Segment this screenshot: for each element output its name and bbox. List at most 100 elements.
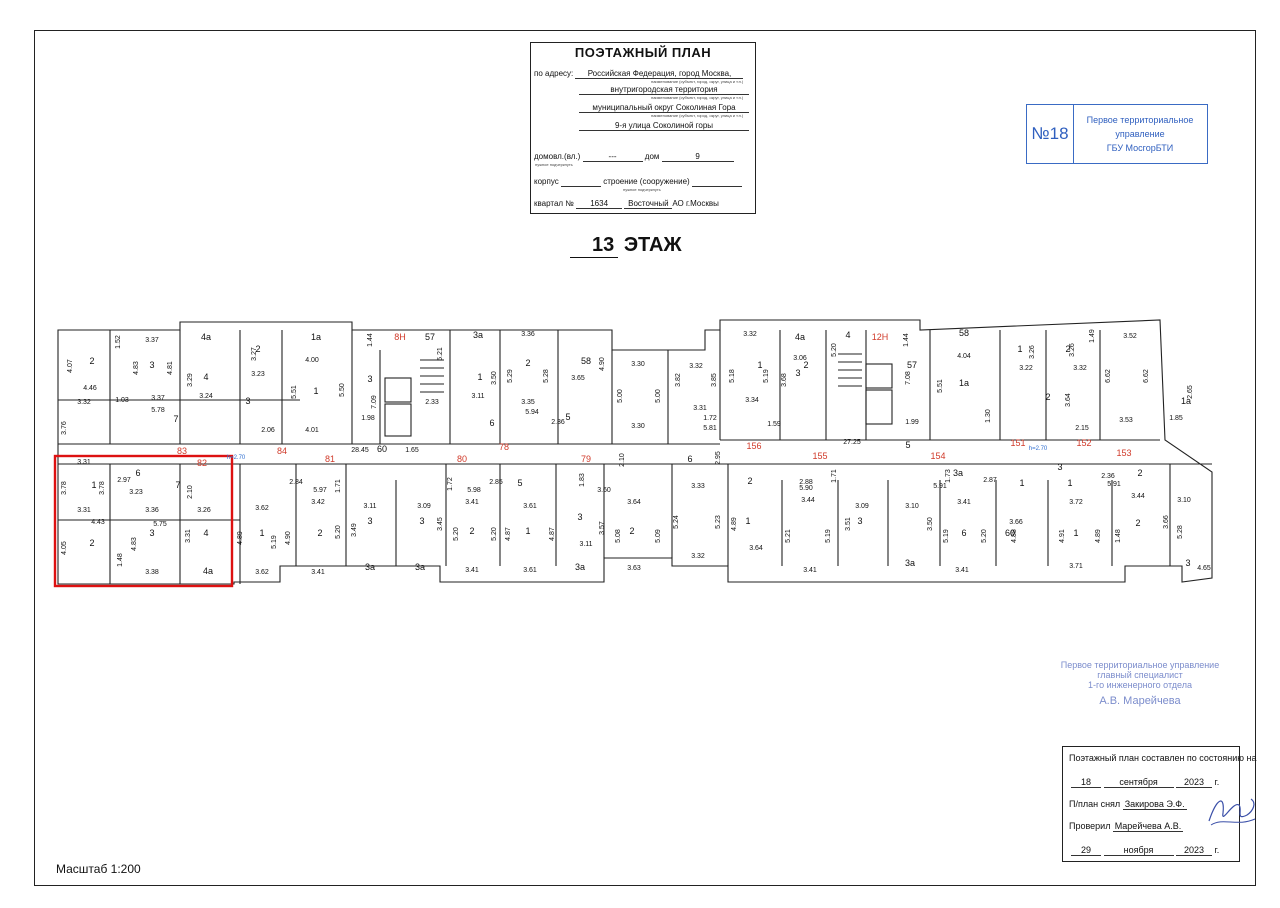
room-number-label: 1 [1073,528,1078,538]
dimension-label: 4.83 [133,361,140,375]
dimension-label: 1.99 [905,419,919,426]
flat-number: 83 [177,446,187,456]
room-number-label: 3a [575,562,585,572]
room-number-label: 2 [1065,344,1070,354]
dimension-label: 5.00 [655,389,662,403]
room-number-label: 3 [367,516,372,526]
room-number-label: 1 [259,528,264,538]
dimension-label: 4.00 [305,357,319,364]
taken-label: П/план снял [1069,799,1121,809]
dimension-label: 3.52 [1123,333,1137,340]
dimension-label: 3.26 [1029,345,1036,359]
dimension-label: 5.19 [763,369,770,383]
dimension-label: 4.46 [83,385,97,392]
dimension-label: 4.89 [237,531,244,545]
room-number-label: 6 [687,454,692,464]
room-number-label: 6 [135,468,140,478]
flat-number: 12Н [872,332,889,342]
stamp-line-1: Первое территориальное [1086,115,1194,125]
room-number-label: 1 [91,480,96,490]
flat-number: 82 [197,458,207,468]
date2-day: 29 [1071,845,1101,856]
dimension-label: 3.38 [145,569,159,576]
dimension-label: 4.05 [61,541,68,555]
dimension-label: 3.44 [1131,493,1145,500]
dimension-label: 3.26 [1069,343,1076,357]
dimension-label: 4.81 [167,361,174,375]
dimension-label: 3.36 [521,331,535,338]
dimension-label: 1.73 [945,469,952,483]
date1-month: сентября [1103,777,1174,788]
approval-line-3: 1-го инженерного отдела [1087,680,1192,690]
room-number-label: 3a [365,562,375,572]
dimension-label: 4.04 [957,353,971,360]
ceiling-height: h=2.70 [227,455,246,461]
floor-title: 13 ЭТАЖ [570,234,682,258]
flat-number: 81 [325,454,335,464]
dimension-label: 5.75 [153,521,167,528]
district-value: Восточный [624,199,673,209]
dimension-label: 4.90 [599,357,606,371]
dimension-label: 3.30 [631,423,645,430]
dimension-label: 1.59 [767,421,781,428]
scale-label: Масштаб 1:200 [56,862,141,876]
room-number-label: 60 [377,444,387,454]
dimension-label: 1.71 [335,479,342,493]
dimension-label: 5.97 [313,487,327,494]
dimension-label: 5.91 [1107,481,1121,488]
dimension-label: 5.23 [715,515,722,529]
dimension-label: 2.65 [1187,385,1194,399]
room-number-label: 57 [907,360,917,370]
dimension-label: 3.27 [251,347,258,361]
dimension-label: 5.20 [831,343,838,357]
dimension-label: 4.88 [1011,529,1018,543]
dimension-label: 5.00 [617,389,624,403]
room-number-label: 3a [905,558,915,568]
stamp-line-3: ГБУ МосгорБТИ [1106,143,1174,153]
dimension-label: 6.62 [1105,369,1112,383]
room-number-label: 1 [1067,478,1072,488]
flat-number: 152 [1076,438,1091,448]
dimension-label: 3.41 [803,567,817,574]
room-number-label: 2 [803,360,808,370]
room-number-label: 3 [1057,462,1062,472]
room-number-label: 4a [795,332,805,342]
dimension-label: 27.25 [843,439,861,446]
dimension-label: 1.44 [903,333,910,347]
dimension-label: 1.44 [367,333,374,347]
ceiling-height: h=2.70 [1029,446,1048,452]
dimension-label: 3.31 [77,459,91,466]
room-number-label: 60 [1005,528,1015,538]
highlighted-apartment [53,454,234,588]
room-number-label: 2 [469,526,474,536]
dimension-label: 3.53 [1119,417,1133,424]
title-block: ПОЭТАЖНЫЙ ПЛАН по адресу: Российская Фед… [530,42,756,214]
dimension-label: 3.72 [1069,499,1083,506]
flat-number: 156 [746,441,761,451]
dimension-label: 5.51 [937,379,944,393]
room-number-label: 4a [203,566,213,576]
dimension-label: 5.21 [437,347,444,361]
dimension-label: 3.37 [151,395,165,402]
plan-heading: ПОЭТАЖНЫЙ ПЛАН [574,45,712,60]
korpus-label: корпус [534,177,559,186]
dimension-label: 5.19 [943,529,950,543]
dimension-label: 5.09 [655,529,662,543]
dimension-label: 3.42 [311,499,325,506]
dimension-label: 1.48 [1115,529,1122,543]
room-number-label: 7 [175,480,180,490]
room-number-label: 5 [517,478,522,488]
room-number-label: 2 [525,358,530,368]
dimension-label: 6.62 [1143,369,1150,383]
dimension-label: 3.06 [793,355,807,362]
floor-label: ЭТАЖ [623,234,682,256]
dimension-label: 2.36 [551,419,565,426]
dimension-label: 1.85 [1169,415,1183,422]
dimension-label: 3.41 [955,567,969,574]
dimension-label: 3.11 [471,393,484,400]
flat-number: 79 [581,454,591,464]
dimension-label: 3.32 [1073,365,1087,372]
flat-number: 84 [277,446,287,456]
dimension-label: 2.10 [619,453,626,467]
dimension-label: 3.66 [1009,519,1023,526]
